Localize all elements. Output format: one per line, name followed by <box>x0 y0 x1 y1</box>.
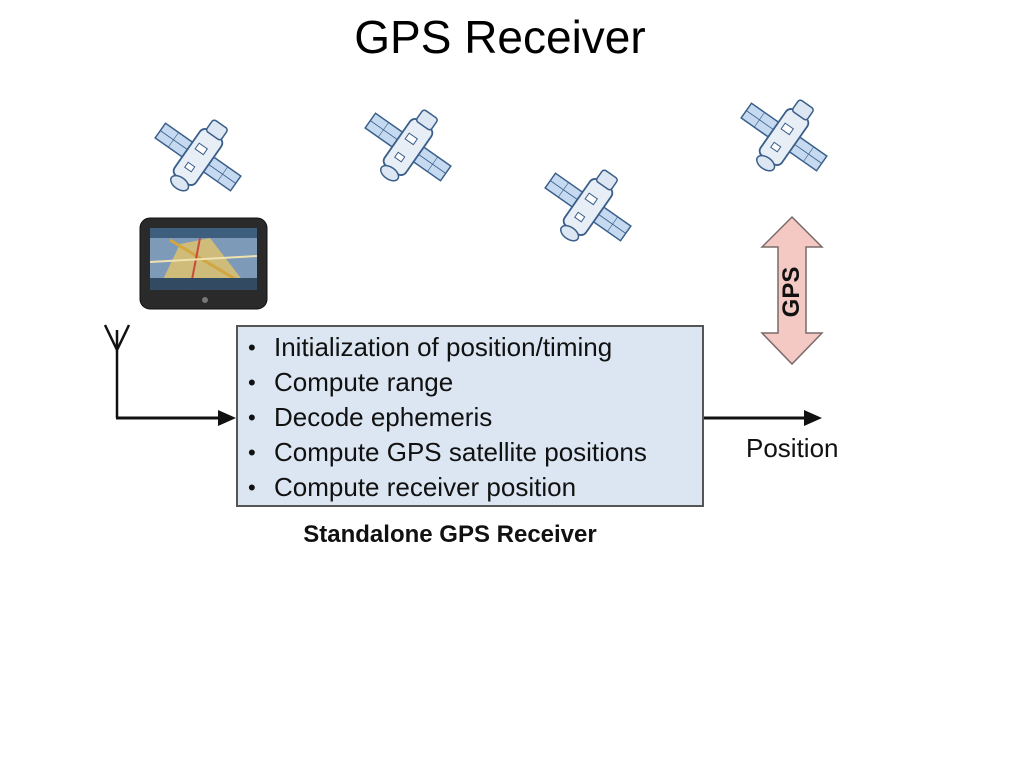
list-item-label: Initialization of position/timing <box>274 332 613 362</box>
output-arrow <box>704 410 822 426</box>
input-arrow <box>116 410 236 426</box>
satellite-icon <box>347 86 470 206</box>
receiver-functions-box: • Initialization of position/timing • Comp… <box>236 325 704 507</box>
list-item: • Compute receiver position <box>238 470 702 505</box>
list-item-label: Compute GPS satellite positions <box>274 437 647 467</box>
receiver-functions-list: • Initialization of position/timing • Comp… <box>238 330 702 505</box>
output-position-label: Position <box>746 433 839 463</box>
list-item: • Initialization of position/timing <box>238 330 702 365</box>
bullet: • <box>248 405 256 430</box>
satellite-icon <box>723 76 846 196</box>
gps-signal-label: GPS <box>778 266 805 318</box>
list-item-label: Compute receiver position <box>274 472 577 502</box>
page-title: GPS Receiver <box>354 11 646 63</box>
satellite-icon <box>527 146 650 266</box>
gps-signal-arrow <box>760 215 824 366</box>
diagram-caption: Standalone GPS Receiver <box>303 521 597 548</box>
bullet: • <box>248 335 256 360</box>
list-item-label: Decode ephemeris <box>274 402 493 432</box>
list-item: • Compute range <box>238 365 702 400</box>
bullet: • <box>248 370 256 395</box>
bullet: • <box>248 475 256 500</box>
bullet: • <box>248 440 256 465</box>
satellite-icon <box>137 96 260 216</box>
gps-navigation-device-icon <box>139 217 268 310</box>
list-item-label: Compute range <box>274 367 454 397</box>
antenna-icon <box>103 324 131 418</box>
list-item: • Decode ephemeris <box>238 400 702 435</box>
list-item: • Compute GPS satellite positions <box>238 435 702 470</box>
